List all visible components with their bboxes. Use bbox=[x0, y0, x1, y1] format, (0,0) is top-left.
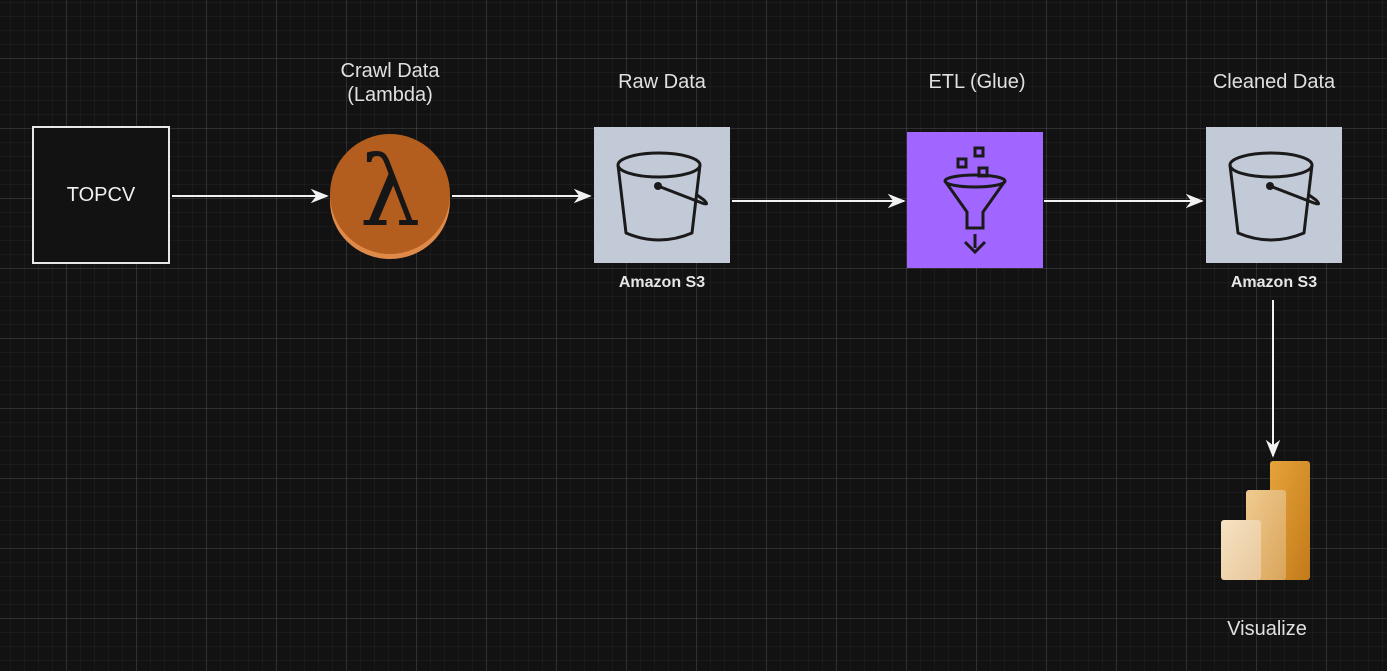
raw-data-label: Raw Data bbox=[618, 71, 706, 93]
topcv-label: TOPCV bbox=[66, 183, 136, 206]
lambda-label: Crawl Data (Lambda) bbox=[340, 60, 440, 106]
cleaned-s3-caption: Amazon S3 bbox=[1230, 274, 1318, 291]
visualize-label: Visualize bbox=[1227, 618, 1307, 640]
aws-glue-icon[interactable] bbox=[907, 132, 1043, 268]
lambda-glyph: λ bbox=[360, 136, 421, 248]
cleaned-data-label: Cleaned Data bbox=[1212, 71, 1336, 93]
topcv-node[interactable]: TOPCV bbox=[32, 126, 170, 264]
raw-s3-caption: Amazon S3 bbox=[618, 274, 706, 291]
cleaned-s3-bucket-icon[interactable] bbox=[1206, 127, 1342, 263]
aws-lambda-icon[interactable]: λ bbox=[328, 133, 452, 259]
power-bi-icon[interactable] bbox=[1220, 460, 1312, 582]
etl-glue-label: ETL (Glue) bbox=[928, 71, 1026, 93]
raw-s3-bucket-icon[interactable] bbox=[594, 127, 730, 263]
